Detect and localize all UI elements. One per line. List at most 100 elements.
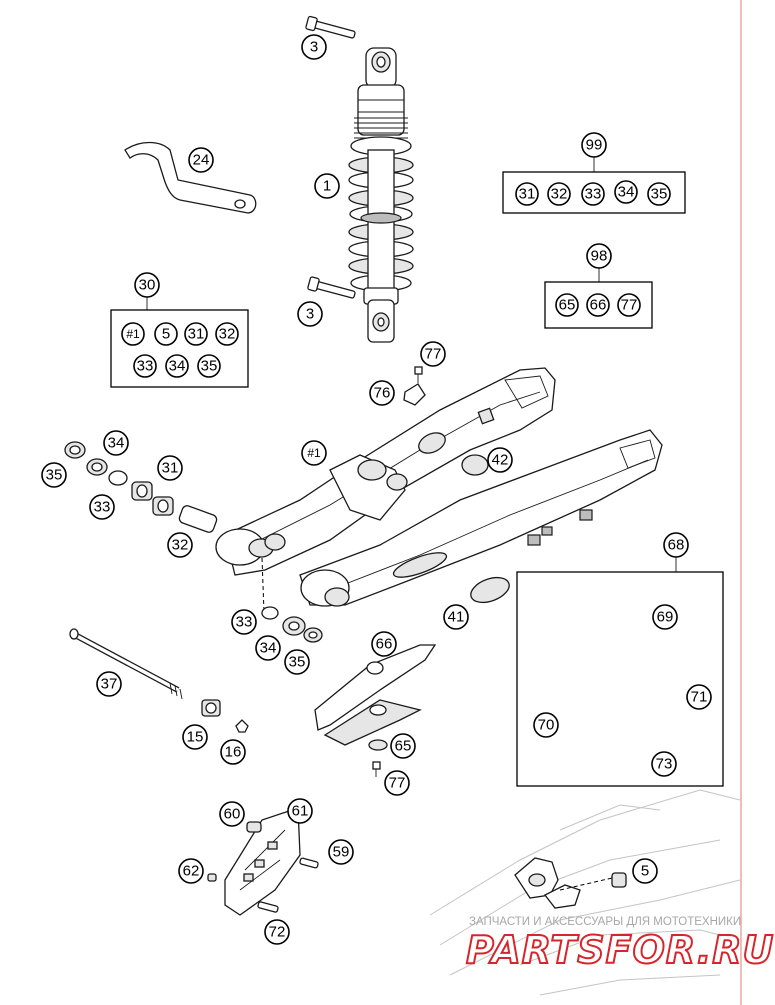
svg-text:15: 15 [187,729,204,746]
callout-needle-bearing-left: 31 [157,455,183,481]
kit99-item-1: 31 [515,182,539,206]
callout-sleeve: 32 [167,532,193,558]
svg-text:24: 24 [193,152,210,169]
pivot-parts-right [261,606,323,643]
svg-text:31: 31 [188,326,205,343]
svg-text:32: 32 [551,186,568,203]
callout-inset-nut: 5 [632,858,658,884]
svg-text:66: 66 [590,297,607,314]
svg-text:16: 16 [225,744,242,761]
svg-text:33: 33 [94,499,111,516]
svg-text:76: 76 [374,385,391,402]
callout-guard-nut: 62 [178,858,204,884]
callout-pivot-bushing-left: 34 [103,430,129,456]
kit98-item-1: 65 [555,293,579,317]
svg-text:59: 59 [333,844,350,861]
svg-text:1: 1 [323,178,331,195]
callout-guard-screw: 59 [328,839,354,865]
callout-rubber-plug: 42 [487,447,513,473]
svg-text:66: 66 [376,636,393,653]
svg-text:#1: #1 [307,446,321,460]
callout-clip: 76 [369,380,395,406]
callout-pivot-seal-right: 33 [231,609,257,635]
callout-chain-guide-upper: 69 [652,604,678,630]
clip-drawing [403,366,426,406]
callout-pivot-axle: 37 [96,671,122,697]
chain-slider-drawing [314,644,437,777]
callout-pivot-seal-left: 33 [89,494,115,520]
callout-chain-guide-kit-title: 68 [663,532,689,558]
kit99-item-4: 34 [614,180,638,204]
svg-text:3: 3 [306,306,314,323]
watermark-tagline: ЗАПЧАСТИ И АКСЕССУАРЫ ДЛЯ МОТОТЕХНИКИ [469,916,741,928]
rubber-cap-drawing [470,576,510,604]
svg-text:65: 65 [559,297,576,314]
svg-text:77: 77 [425,346,442,363]
pivot-parts-left [64,441,218,533]
kit30-item-7: 35 [197,354,221,378]
inset-swingarm-drawing [429,789,741,996]
svg-text:32: 32 [219,326,236,343]
svg-text:33: 33 [137,358,154,375]
svg-text:32: 32 [172,537,189,554]
kit99-item-5: 35 [647,182,671,206]
kit99-item-2: 32 [547,182,571,206]
callout-swingarm-kit-title: 30 [134,272,160,298]
callout-chain-guide-lower: 70 [533,712,559,738]
callout-hook-wrench: 24 [188,147,214,173]
shock-absorber-drawing [305,15,414,343]
callout-rubber-cap: 41 [443,604,469,630]
callout-axle-cap: 16 [220,739,246,765]
svg-text:73: 73 [656,756,673,773]
callout-pivot-bushing-right: 34 [255,635,281,661]
svg-text:33: 33 [585,186,602,203]
svg-text:34: 34 [618,184,635,201]
callout-clip-screw: 77 [420,341,446,367]
callout-swingarm: #1 [301,440,327,466]
kit98-item-3: 77 [617,293,641,317]
callout-slider-screw: 77 [384,770,410,796]
svg-text:69: 69 [657,609,674,626]
svg-text:42: 42 [492,452,509,469]
kit30-item-5: 33 [133,354,157,378]
callout-guard-bolt: 72 [264,919,290,945]
svg-text:35: 35 [651,186,668,203]
kit30-item-1: #1 [121,322,145,346]
callout-shock-absorber: 1 [314,173,340,199]
svg-text:34: 34 [260,640,277,657]
callout-shock-bolt-top: 3 [301,34,327,60]
svg-text:34: 34 [169,358,186,375]
callout-slider-washer: 65 [390,733,416,759]
chain-guard-drawing [207,807,319,916]
svg-text:34: 34 [108,435,125,452]
callout-screw-kit-title: 98 [586,243,612,269]
pivot-axle-drawing [69,628,249,733]
svg-text:68: 68 [668,537,685,554]
callout-chain-guard: 61 [287,798,313,824]
watermark-logo: PARTSFOR.RU [466,928,774,972]
svg-text:98: 98 [591,248,608,265]
svg-text:35: 35 [289,654,306,671]
svg-text:62: 62 [183,863,200,880]
callout-guide-screw-long: 73 [651,751,677,777]
svg-text:31: 31 [162,460,179,477]
svg-text:77: 77 [621,297,638,314]
callout-axle-nut: 15 [182,724,208,750]
svg-text:5: 5 [162,326,170,343]
callout-pivot-washer-right: 35 [284,649,310,675]
kit99-item-3: 33 [581,182,605,206]
callout-shock-bolt-bottom: 3 [297,301,323,327]
kit30-item-6: 34 [165,354,189,378]
chain-guide-kit-box [516,571,724,787]
callout-pivot-washer-left: 35 [41,462,67,488]
svg-text:41: 41 [448,609,465,626]
swingarm-drawing [215,367,663,613]
svg-text:61: 61 [292,803,309,820]
svg-text:70: 70 [538,717,555,734]
svg-text:3: 3 [310,39,318,56]
svg-text:65: 65 [395,738,412,755]
svg-text:35: 35 [46,467,63,484]
svg-text:33: 33 [236,614,253,631]
svg-text:60: 60 [224,806,241,823]
callout-bearing-kit-title: 99 [581,132,607,158]
